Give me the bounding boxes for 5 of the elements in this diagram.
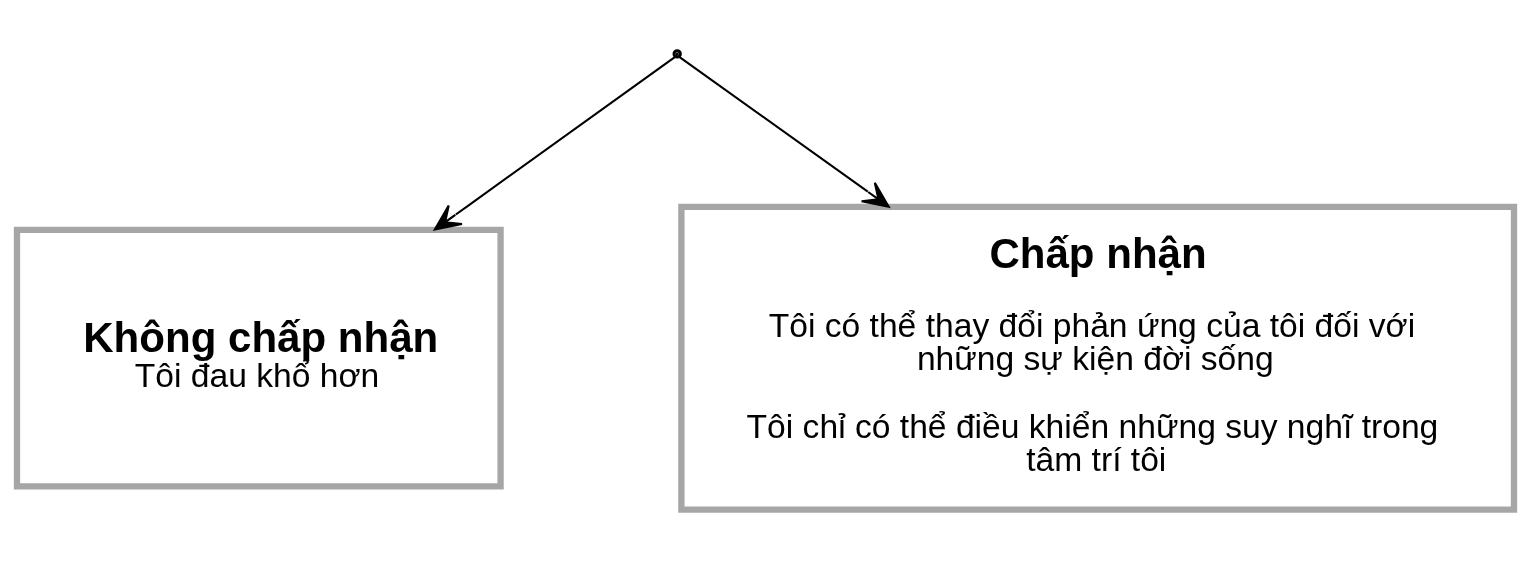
node-box: Không chấp nhận Tôi đau khổ hơn	[13, 226, 504, 490]
node-box: Chấp nhận Tôi có thể thay đổi phản ứng của tôi đối với những sự kiện đời sống Tôi chỉ có thể điều khiển những suy nghĩ trong tâm trí tôi	[678, 203, 1518, 513]
arrow	[433, 54, 678, 231]
node-point	[672, 48, 682, 59]
arrow	[676, 54, 890, 208]
